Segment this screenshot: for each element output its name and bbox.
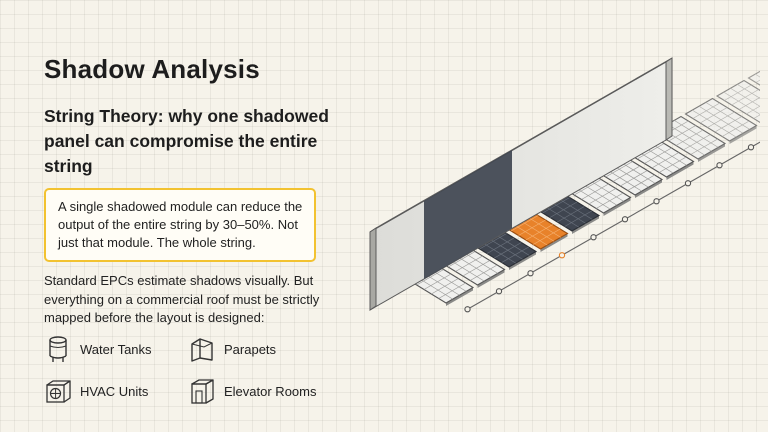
junction-node (527, 270, 534, 277)
page-title: Shadow Analysis (44, 54, 260, 84)
callout-box: A single shadowed module can reduce the … (44, 188, 316, 262)
shadow-band-on-wall (424, 150, 512, 279)
junction-node (464, 306, 471, 313)
obstacle-label: HVAC Units (80, 383, 149, 399)
string-wiring (464, 141, 760, 313)
callout-text: A single shadowed module can reduce the … (58, 199, 303, 250)
obstacle-water-tanks: Water Tanks (44, 334, 152, 364)
junction-node (716, 162, 723, 169)
solar-panel-light (684, 97, 758, 144)
obstacle-hvac-units: HVAC Units (44, 376, 148, 406)
body-text: Standard EPCs estimate shadows visually.… (44, 273, 320, 325)
hvac-unit-icon (46, 380, 71, 403)
junction-node (621, 216, 629, 223)
obstacle-label: Parapets (224, 341, 277, 357)
solar-panel-light (715, 79, 760, 124)
junction-node (653, 198, 660, 205)
string-shading-diagram (369, 57, 760, 313)
page-subtitle: String Theory: why one shadowed panel ca… (44, 106, 329, 176)
obstacle-elevator-rooms: Elevator Rooms (188, 376, 316, 406)
junction-node (684, 180, 692, 187)
elevator-room-icon (191, 379, 214, 404)
string-cable (467, 141, 760, 310)
junction-node (590, 234, 597, 241)
junction-node (495, 288, 503, 295)
junction-node (747, 144, 755, 151)
solar-panel-light (747, 70, 760, 86)
water-tank-icon (49, 336, 67, 362)
parapet-wall (369, 57, 673, 311)
junction-node (558, 252, 566, 259)
obstacle-parapets: Parapets (188, 334, 276, 364)
parapet-icon (191, 338, 213, 362)
obstacle-label: Elevator Rooms (224, 383, 317, 399)
obstacle-label: Water Tanks (80, 341, 152, 357)
